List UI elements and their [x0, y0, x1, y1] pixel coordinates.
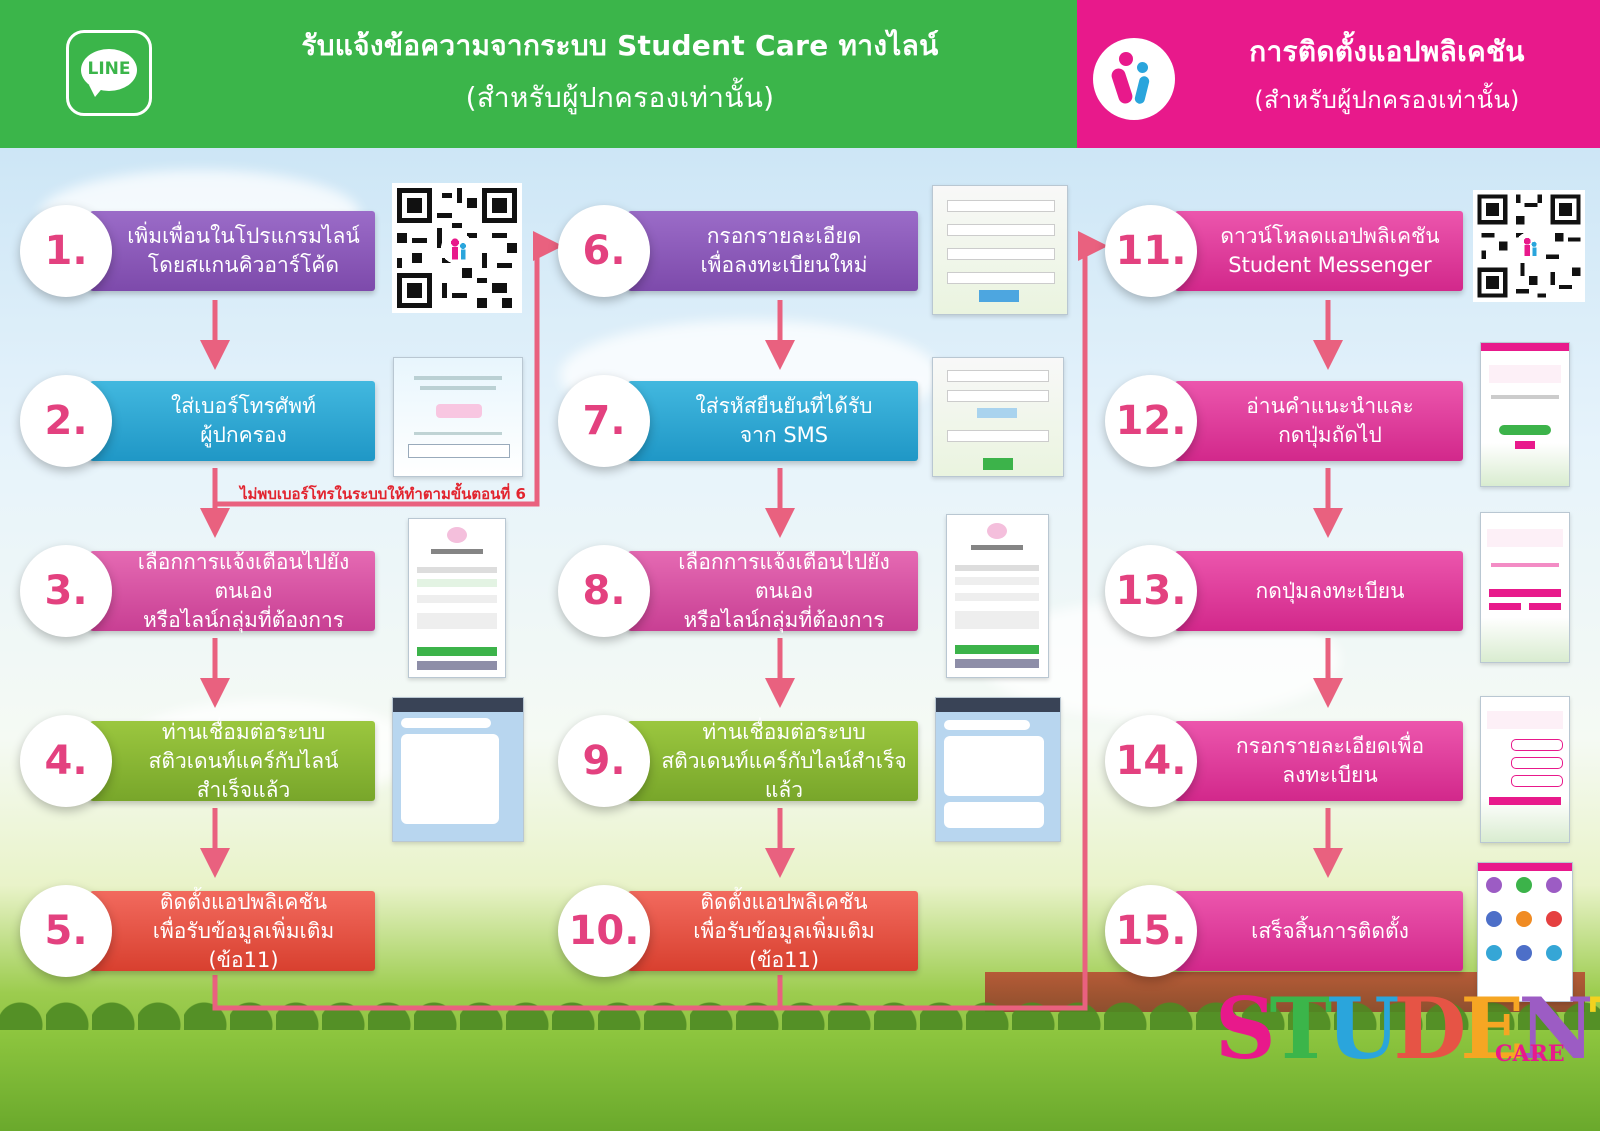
student-care-wordmark: STUDENT CARE: [1215, 979, 1600, 1078]
step-6: 6. กรอกรายละเอียด เพื่อลงทะเบียนใหม่: [558, 205, 918, 297]
step-number: 11.: [1105, 205, 1197, 297]
header-right-title: การติดตั้งแอปพลิเคชัน: [1249, 35, 1525, 68]
step-5: 5. ติดตั้งแอปพลิเคชัน เพื่อรับข้อมูลเพิ่…: [20, 885, 375, 977]
step-1: 1. เพิ่มเพื่อนในโปรแกรมไลน์ โดยสแกนคิวอา…: [20, 205, 375, 297]
screenshot-register-form: [932, 185, 1068, 315]
step-number: 12.: [1105, 375, 1197, 467]
step-9: 9. ท่านเชื่อมต่อระบบ สติวเดนท์แคร์กับไลน…: [558, 715, 918, 807]
step-label: เสร็จสิ้นการติดตั้ง: [1175, 891, 1463, 971]
arrow-5-10-to-11: [212, 231, 1108, 1011]
screenshot-app-details: [1480, 696, 1570, 843]
step-12: 12. อ่านคำแนะนำและ กดปุ่มถัดไป: [1105, 375, 1465, 467]
step-2: 2. ใส่เบอร์โทรศัพท์ ผู้ปกครอง: [20, 375, 375, 467]
step-number: 5.: [20, 885, 112, 977]
arrow-2-to-6: [212, 231, 563, 507]
screenshot-line-notify: [392, 697, 524, 842]
step-number: 7.: [558, 375, 650, 467]
step-label: กดปุ่มลงทะเบียน: [1175, 551, 1463, 631]
lawn: [0, 1030, 1600, 1131]
step-label: ท่านเชื่อมต่อระบบ สติวเดนท์แคร์กับไลน์สำ…: [628, 720, 918, 802]
header-left-subtitle: (สำหรับผู้ปกครองเท่านั้น): [465, 81, 775, 114]
step-10: 10. ติดตั้งแอปพลิเคชัน เพื่อรับข้อมูลเพิ…: [558, 885, 918, 977]
step-11: 11. ดาวน์โหลดแอปพลิเคชัน Student Messeng…: [1105, 205, 1465, 297]
step-label: เลือกการแจ้งเตือนไปยังตนเอง หรือไลน์กลุ่…: [628, 550, 918, 632]
line-logo-text: LINE: [87, 59, 131, 79]
step-number: 3.: [20, 545, 112, 637]
step-3: 3. เลือกการแจ้งเตือนไปยังตนเอง หรือไลน์ก…: [20, 545, 375, 637]
screenshot-app-register: [1480, 512, 1570, 663]
step-label: ดาวน์โหลดแอปพลิเคชัน Student Messenger: [1175, 211, 1463, 291]
step-number: 14.: [1105, 715, 1197, 807]
step-14: 14. กรอกรายละเอียดเพื่อ ลงทะเบียน: [1105, 715, 1465, 807]
step-number: 2.: [20, 375, 112, 467]
line-logo-icon: LINE: [66, 30, 152, 116]
step-number: 13.: [1105, 545, 1197, 637]
step-number: 4.: [20, 715, 112, 807]
screenshot-sms-verify: [932, 357, 1064, 477]
step-label: ใส่รหัสยืนยันที่ได้รับ จาก SMS: [628, 381, 918, 461]
step-label: ท่านเชื่อมต่อระบบ สติวเดนท์แคร์กับไลน์สำ…: [90, 720, 375, 802]
step-7: 7. ใส่รหัสยืนยันที่ได้รับ จาก SMS: [558, 375, 918, 467]
screenshot-app-home: [1477, 862, 1573, 1002]
step-number: 10.: [558, 885, 650, 977]
step-4: 4. ท่านเชื่อมต่อระบบ สติวเดนท์แคร์กับไลน…: [20, 715, 375, 807]
screenshot-notify-select-2: [946, 514, 1049, 678]
step-number: 1.: [20, 205, 112, 297]
header-left-title: รับแจ้งข้อความจากระบบ Student Care ทางไล…: [301, 29, 939, 62]
step-number: 8.: [558, 545, 650, 637]
step-15: 15. เสร็จสิ้นการติดตั้ง: [1105, 885, 1465, 977]
screenshot-phone-entry: [393, 357, 523, 477]
step-label: เพิ่มเพื่อนในโปรแกรมไลน์ โดยสแกนคิวอาร์โ…: [90, 211, 375, 291]
step-number: 6.: [558, 205, 650, 297]
step-label: ติดตั้งแอปพลิเคชัน เพื่อรับข้อมูลเพิ่มเต…: [628, 890, 918, 972]
branch-note: ไม่พบเบอร์โทรในระบบให้ทำตามขั้นตอนที่ 6: [240, 485, 526, 503]
student-care-logo-icon: [1093, 38, 1175, 120]
header-line-section: LINE รับแจ้งข้อความจากระบบ Student Care …: [0, 0, 1077, 148]
wordmark-small: CARE: [1495, 1041, 1565, 1067]
step-8: 8. เลือกการแจ้งเตือนไปยังตนเอง หรือไลน์ก…: [558, 545, 918, 637]
step-label: ติดตั้งแอปพลิเคชัน เพื่อรับข้อมูลเพิ่มเต…: [90, 890, 375, 972]
step-label: ใส่เบอร์โทรศัพท์ ผู้ปกครอง: [90, 381, 375, 461]
qr-code-line: [392, 183, 522, 313]
qr-code-app: [1473, 190, 1585, 302]
step-13: 13. กดปุ่มลงทะเบียน: [1105, 545, 1465, 637]
screenshot-line-notify-2: [935, 697, 1061, 842]
step-label: อ่านคำแนะนำและ กดปุ่มถัดไป: [1175, 381, 1463, 461]
step-number: 15.: [1105, 885, 1197, 977]
step-label: เลือกการแจ้งเตือนไปยังตนเอง หรือไลน์กลุ่…: [90, 550, 375, 632]
step-label: กรอกรายละเอียดเพื่อ ลงทะเบียน: [1175, 721, 1463, 801]
step-label: กรอกรายละเอียด เพื่อลงทะเบียนใหม่: [628, 211, 918, 291]
screenshot-notify-select: [408, 518, 506, 678]
header-right-subtitle: (สำหรับผู้ปกครองเท่านั้น): [1254, 86, 1520, 114]
step-number: 9.: [558, 715, 650, 807]
screenshot-app-intro: [1480, 342, 1570, 487]
